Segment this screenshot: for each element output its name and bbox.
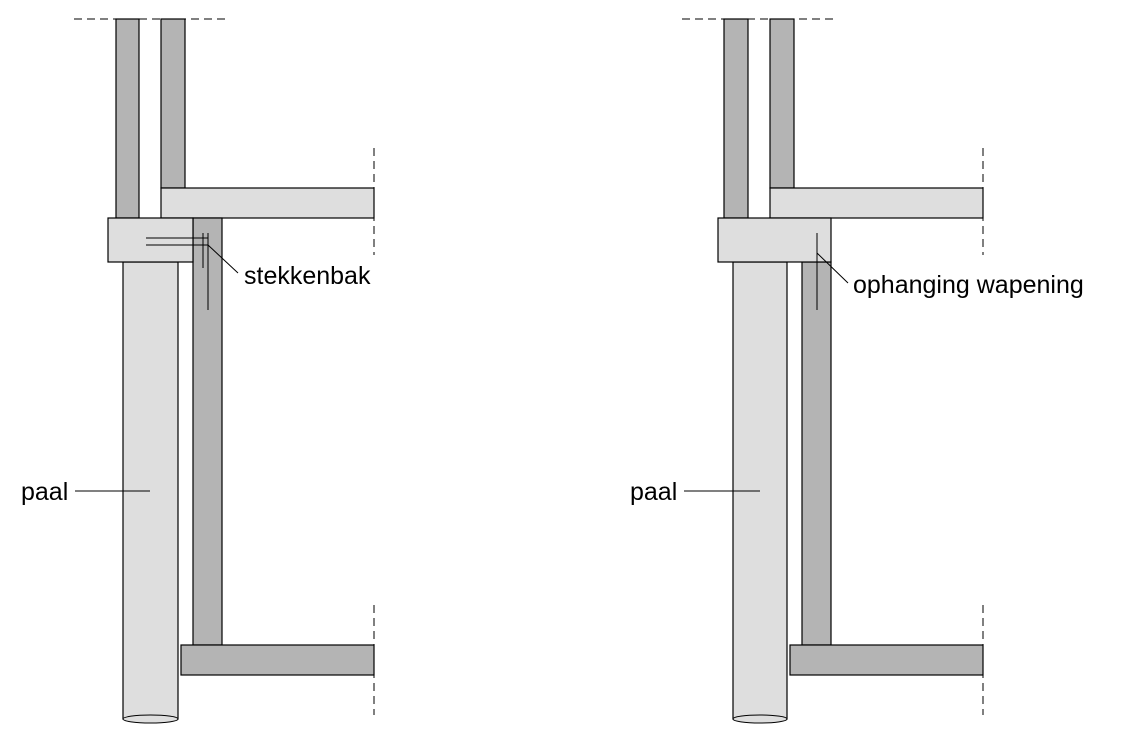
pile-cap <box>107 217 194 263</box>
pile-cap <box>717 217 832 263</box>
basement-wall <box>801 261 832 646</box>
foundation-footing <box>180 644 375 676</box>
label-stekkenbak: stekkenbak <box>244 262 371 290</box>
pile-tip <box>732 714 788 724</box>
label-pile: paal <box>21 478 68 506</box>
left-panel: stekkenbak paal <box>21 18 375 724</box>
upper-wall-outer-leaf <box>769 18 795 189</box>
floor-slab-upper <box>769 187 984 219</box>
leader-line-detail <box>207 244 239 274</box>
leader-line-detail <box>816 252 849 284</box>
pile-tip <box>122 714 179 724</box>
label-pile: paal <box>630 478 677 506</box>
upper-wall-inner-leaf <box>115 18 140 219</box>
upper-wall-inner-leaf <box>723 18 749 219</box>
foundation-footing <box>789 644 984 676</box>
right-panel: ophanging wapening paal <box>630 18 1084 724</box>
upper-wall-outer-leaf <box>160 18 186 189</box>
floor-slab-upper <box>160 187 375 219</box>
label-ophanging-wapening: ophanging wapening <box>853 271 1084 299</box>
